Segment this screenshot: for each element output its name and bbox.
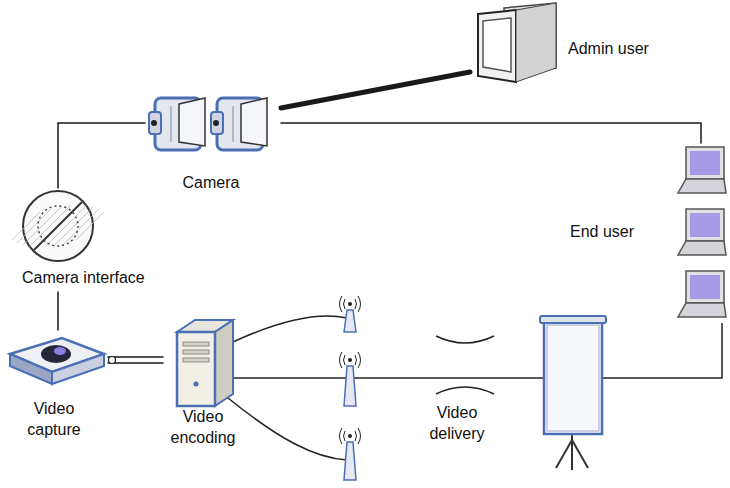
connector	[281, 72, 470, 108]
camera-pair: Camera	[145, 80, 281, 197]
camera-interface: Camera interface	[16, 188, 152, 292]
wireless-arc	[436, 387, 494, 394]
node-label: Camera interface	[22, 267, 145, 288]
capture-device-icon	[6, 330, 106, 392]
antenna-symbol	[340, 428, 361, 480]
wireless-arcs	[436, 336, 494, 394]
node-label: Camera	[145, 172, 277, 193]
connector-line	[281, 123, 701, 143]
delivery-line	[353, 377, 548, 379]
admin-monitor: Admin user	[470, 2, 653, 94]
node-label: Admin user	[568, 38, 649, 59]
connector	[58, 292, 59, 330]
capture-device: Video capture	[6, 330, 108, 446]
connector-line	[108, 356, 163, 358]
connector-line	[108, 362, 163, 364]
node-label: Video capture	[16, 398, 92, 440]
camera-interface-icon	[20, 188, 96, 264]
end-user-laptops-icon	[676, 143, 726, 323]
feed-line	[233, 316, 347, 342]
camera-pair-icon	[145, 80, 277, 164]
node-label: End user	[570, 221, 634, 242]
wireless-arc	[436, 336, 494, 343]
feed-line	[233, 377, 347, 379]
antenna-symbol	[340, 352, 361, 406]
node-label: Video encoding	[165, 406, 241, 448]
connector	[58, 123, 145, 188]
antenna-symbol	[340, 296, 361, 332]
admin-monitor-icon	[470, 2, 560, 92]
encoding-server: Video encoding	[163, 316, 247, 452]
connector-line	[58, 123, 145, 188]
encoding-server-icon	[171, 318, 233, 408]
stage-label: Video delivery	[420, 402, 494, 444]
connector-jack	[109, 357, 116, 364]
delivery-line	[600, 323, 722, 378]
connector	[281, 123, 701, 143]
connector-line	[281, 72, 470, 108]
projection-screen	[540, 316, 606, 470]
feed-line	[228, 398, 347, 460]
antenna-feed-lines	[228, 316, 722, 460]
connector-line	[57, 292, 59, 330]
connector	[108, 357, 163, 364]
antenna-group	[340, 296, 361, 480]
end-user-laptops: End user	[566, 143, 726, 323]
